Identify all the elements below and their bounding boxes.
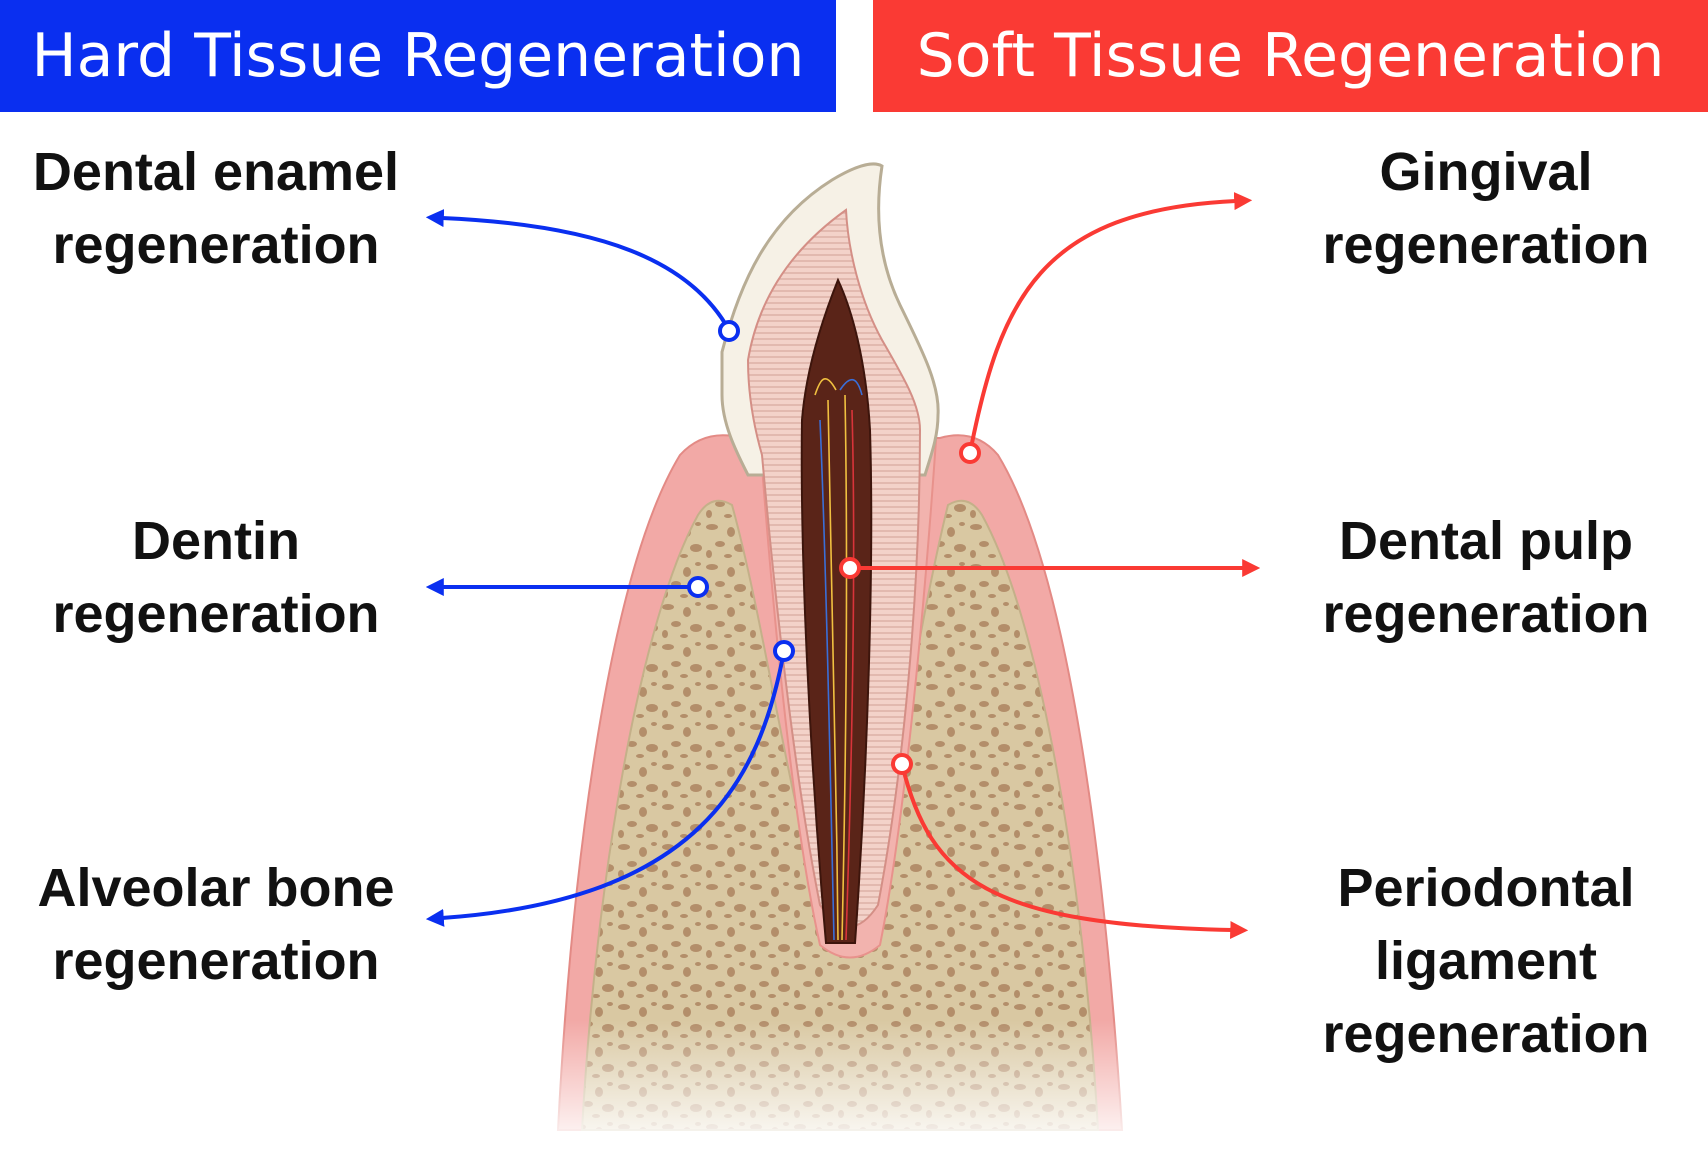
label-gingival-regeneration: Gingival regeneration	[1322, 142, 1650, 275]
label-dentin-regeneration: Dentin regeneration	[52, 511, 380, 644]
label-alveolar-bone-regeneration: Alveolar bone regeneration	[37, 858, 395, 991]
bone-marker	[773, 640, 795, 662]
pulp-marker	[839, 557, 861, 579]
label-dental-enamel-regeneration: Dental enamel regeneration	[32, 142, 400, 275]
periodontal-leader	[900, 763, 1249, 939]
hard-tissue-header: Hard Tissue Regeneration	[0, 0, 836, 112]
label-dental-pulp-regeneration: Dental pulp regeneration	[1322, 511, 1650, 644]
pulp-vessels	[814, 378, 863, 941]
gingival-leader	[968, 192, 1253, 454]
bottom-fade	[540, 1020, 1140, 1153]
dentin-marker	[687, 576, 709, 598]
enamel-leader	[425, 209, 731, 331]
enamel-marker	[718, 320, 740, 342]
soft-tissue-header: Soft Tissue Regeneration	[873, 0, 1708, 112]
periodontal-marker	[891, 753, 913, 775]
label-periodontal-ligament-regeneration: Periodontal ligament regeneration	[1322, 858, 1650, 1064]
gingival-marker	[959, 442, 981, 464]
bone-leader	[425, 650, 786, 927]
dental-pulp	[800, 277, 873, 944]
